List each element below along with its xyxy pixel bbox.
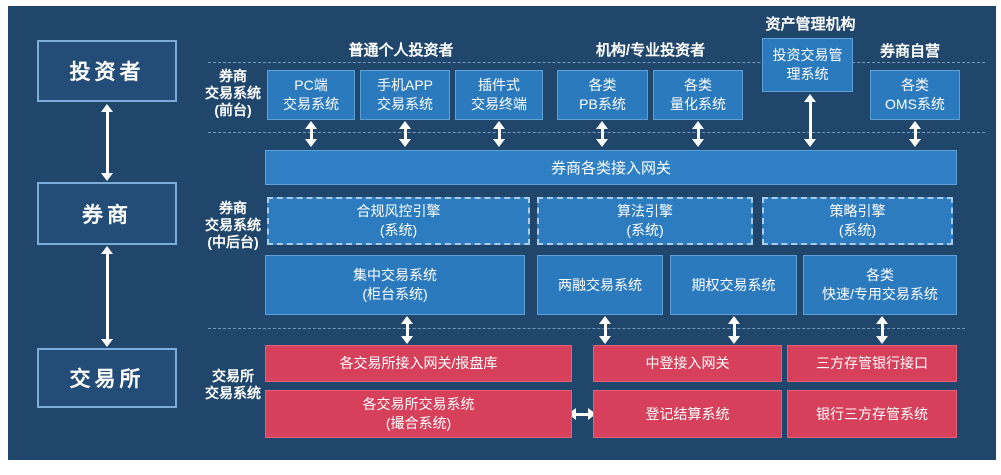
central-exchange-double-arrow — [400, 316, 414, 344]
investor-actor-box: 投资者 — [37, 40, 177, 102]
box-investment-trading-mgmt-system: 投资交易管 理系统 — [762, 38, 853, 92]
investor-actor-label: 投资者 — [69, 61, 145, 84]
category-label-institutional-investors: 机构/专业投资者 — [595, 42, 706, 59]
box-mobile-app-trading-system: 手机APP 交易系统 — [360, 70, 450, 120]
box-custody-bank-interface: 三方存管银行接口 — [787, 345, 957, 382]
box-pc-trading-system: PC端 交易系统 — [267, 70, 355, 120]
box-plugin-trading-terminal: 插件式 交易终端 — [455, 70, 543, 120]
quant-gateway-double-arrow — [691, 121, 705, 147]
pc-gateway-double-arrow — [304, 121, 318, 147]
box-options-trading-system: 期权交易系统 — [670, 255, 797, 315]
exchange-actor-label: 交易所 — [69, 368, 145, 391]
dashed-separator-line-front — [208, 132, 985, 133]
broker-exchange-double-arrow — [100, 246, 114, 347]
investment-mgmt-gateway-double-arrow — [803, 94, 817, 147]
app-gateway-double-arrow — [398, 121, 412, 147]
box-margin-trading-system: 两融交易系统 — [537, 255, 663, 315]
box-fast-dedicated-trading-systems: 各类 快速/专用交易系统 — [803, 255, 957, 315]
matching-settlement-double-arrow — [568, 407, 596, 421]
box-compliance-risk-engine: 合规风控引擎 (系统) — [267, 197, 530, 245]
dashed-separator-line-exchange — [208, 328, 965, 329]
box-oms-systems: 各类 OMS系统 — [870, 70, 960, 120]
margin-csdc-double-arrow — [598, 316, 612, 344]
box-csdc-access-gateway: 中登接入网关 — [593, 345, 782, 382]
box-pb-systems: 各类 PB系统 — [557, 70, 648, 120]
broker-actor-box: 券商 — [37, 182, 177, 245]
box-strategy-engine: 策略引擎 (系统) — [762, 197, 953, 245]
investor-broker-double-arrow — [100, 104, 114, 181]
box-algo-engine: 算法引擎 (系统) — [537, 197, 753, 245]
category-label-broker-proprietary: 券商自营 — [879, 43, 940, 60]
box-quant-systems: 各类 量化系统 — [653, 70, 743, 120]
oms-gateway-double-arrow — [908, 121, 922, 147]
category-label-retail-investors: 普通个人投资者 — [348, 42, 454, 59]
box-centralized-trading-system: 集中交易系统 (柜台系统) — [265, 255, 525, 315]
pb-gateway-double-arrow — [595, 121, 609, 147]
broker-access-gateway-bar: 券商各类接入网关 — [265, 150, 957, 185]
row-label-mid-back-office: 券商 交易系统 (中后台) — [205, 200, 261, 250]
box-bank-custody-system: 银行三方存管系统 — [787, 390, 957, 438]
options-csdc-double-arrow — [727, 316, 741, 344]
box-exchange-access-gateway: 各交易所接入网关/报盘库 — [265, 345, 572, 382]
box-registration-settlement-system: 登记结算系统 — [593, 390, 782, 438]
broker-actor-label: 券商 — [82, 203, 132, 227]
dashed-separator-line-top — [208, 62, 985, 63]
plugin-gateway-double-arrow — [492, 121, 506, 147]
row-label-exchange-system: 交易所 交易系统 — [205, 368, 261, 401]
exchange-actor-box: 交易所 — [37, 348, 177, 408]
box-exchange-matching-system: 各交易所交易系统 (撮合系统) — [265, 390, 572, 438]
category-label-asset-management: 资产管理机构 — [765, 16, 856, 33]
fast-custody-double-arrow — [875, 316, 889, 344]
row-label-front-office: 券商 交易系统 (前台) — [205, 68, 261, 118]
